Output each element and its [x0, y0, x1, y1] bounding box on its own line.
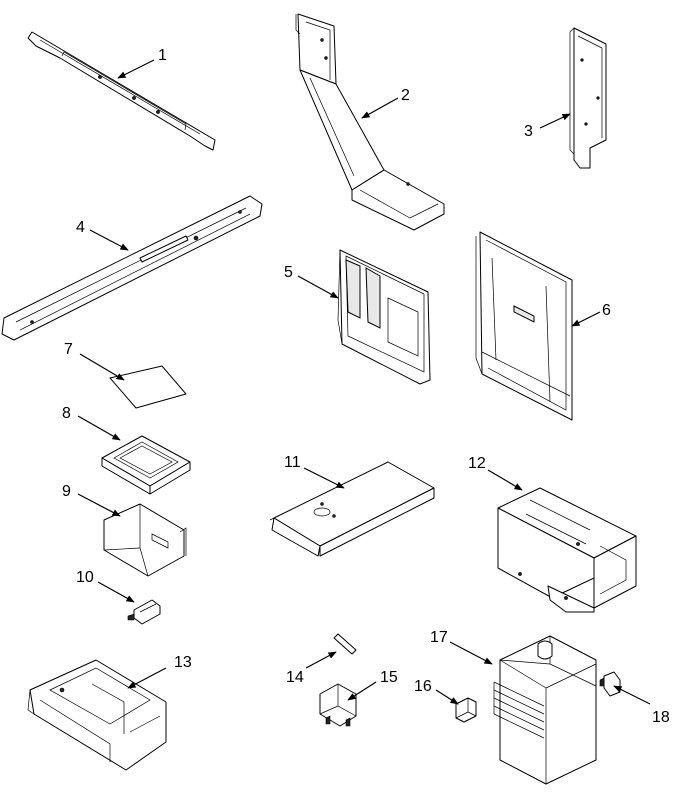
- leader-4: [89, 229, 129, 251]
- leader-18: [613, 685, 651, 705]
- callout-6: 6: [602, 302, 611, 319]
- leader-8: [77, 415, 121, 441]
- callout-18: 18: [652, 709, 670, 726]
- part-6-rear-panel: [475, 231, 573, 421]
- part-14-pin: [333, 633, 357, 655]
- callout-10: 10: [76, 569, 94, 586]
- callout-8: 8: [62, 405, 71, 422]
- part-7-sheet: [109, 365, 187, 409]
- part-18-sensor: [599, 671, 621, 697]
- leader-16: [435, 689, 459, 705]
- leader-2: [361, 97, 399, 119]
- part-16-block: [455, 697, 477, 723]
- leader-lines: [77, 59, 651, 705]
- part-3-side-plate: [569, 27, 607, 169]
- callout-17: 17: [430, 629, 448, 646]
- part-2-folded-bracket: [295, 13, 445, 231]
- part-10-connector: [127, 599, 161, 625]
- part-12-chassis: [497, 487, 637, 613]
- leader-3: [539, 113, 571, 129]
- leader-12: [487, 469, 523, 491]
- part-4-slotted-rail: [1, 195, 263, 341]
- part-5-panel: [337, 249, 431, 385]
- part-15-switch: [319, 683, 357, 727]
- leader-9: [77, 493, 121, 517]
- leader-13: [127, 667, 167, 689]
- callout-4: 4: [76, 219, 85, 236]
- leader-17: [449, 641, 493, 665]
- part-8-frame-tray: [101, 435, 191, 495]
- part-13-housing: [27, 659, 167, 771]
- part-11-cover-plate: [269, 461, 435, 557]
- callout-9: 9: [62, 483, 71, 500]
- part-9-bent-bracket: [103, 503, 187, 577]
- callout-3: 3: [524, 123, 533, 140]
- callout-16: 16: [414, 678, 432, 695]
- leader-14: [305, 651, 337, 669]
- leader-6: [571, 311, 601, 327]
- leader-11: [303, 467, 345, 489]
- callout-1: 1: [158, 47, 167, 64]
- leader-15: [347, 681, 377, 701]
- callout-14: 14: [286, 669, 304, 686]
- callout-7: 7: [64, 341, 73, 358]
- part-17-magnetron: [493, 635, 597, 785]
- part-1-bracket-rail: [27, 31, 216, 151]
- callout-5: 5: [284, 264, 293, 281]
- callout-2: 2: [401, 87, 410, 104]
- leader-5: [297, 275, 339, 299]
- callout-12: 12: [468, 455, 486, 472]
- callout-11: 11: [284, 454, 301, 471]
- callout-13: 13: [174, 654, 192, 671]
- leader-10: [97, 581, 135, 603]
- callout-15: 15: [380, 669, 398, 686]
- leader-7: [79, 353, 125, 381]
- leader-1: [117, 59, 155, 79]
- callout-labels: 1 2 3 4 5 6 7 8 9 10 11 12 13 14 15 16 1…: [62, 47, 670, 726]
